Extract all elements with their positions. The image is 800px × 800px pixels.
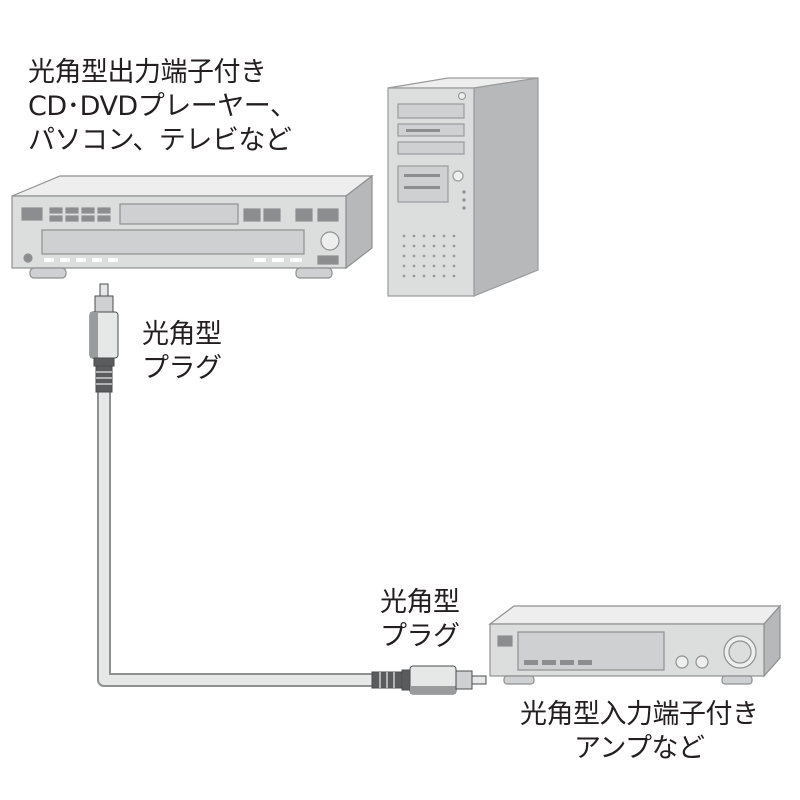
- amplifier-display-buttons: [524, 660, 592, 665]
- plug-bottom-ridges: [379, 672, 395, 688]
- dvd-player-top: [11, 175, 374, 197]
- pc-led-indicators: [462, 190, 466, 210]
- dvd-disc-tray: [41, 229, 305, 255]
- pc-drive-slot-2: [406, 129, 440, 132]
- dvd-foot-left: [29, 267, 67, 279]
- destination-devices-label: 光角型入力端子付き アンプなど: [520, 698, 759, 766]
- dvd-logo-panel: [317, 255, 339, 265]
- dvd-volume-knob: [320, 231, 340, 251]
- plug-bottom-line-1: 光角型: [380, 587, 460, 618]
- plug-top-head: [94, 295, 114, 313]
- destination-label-line-2: アンプなど: [573, 733, 705, 764]
- amplifier-foot-left: [503, 675, 535, 685]
- dvd-small-buttons: [49, 207, 111, 222]
- plug-top-collar: [93, 357, 115, 367]
- plug-bottom-tip: [471, 675, 487, 685]
- amplifier-knob-small-2: [695, 655, 709, 669]
- amplifier-foot-right: [721, 675, 753, 685]
- pc-floppy-bay: [397, 165, 449, 203]
- pc-drive-bay-3: [397, 141, 465, 155]
- plug-top-ridges: [96, 371, 112, 385]
- source-devices-label: 光角型出力端子付き CD･DVDプレーヤー、 パソコン、テレビなど: [28, 56, 297, 158]
- amplifier: [488, 604, 782, 685]
- dvd-lower-buttons: [44, 258, 302, 262]
- amplifier-volume-knob-inner: [728, 640, 752, 664]
- dvd-power-button: [23, 253, 33, 263]
- dvd-display: [119, 203, 239, 225]
- amplifier-knob-small-1: [675, 655, 689, 669]
- plug-bottom-line-2: プラグ: [380, 621, 460, 652]
- pc-tower-side: [473, 77, 539, 297]
- pc-vent-grille: [402, 234, 456, 278]
- pc-floppy-slot-1: [404, 174, 440, 177]
- pc-tower: [387, 77, 539, 297]
- pc-power-button: [457, 91, 467, 101]
- pc-reset-button: [452, 170, 464, 182]
- optical-plug-bottom: [371, 665, 487, 695]
- plug-top-line-2: プラグ: [142, 353, 222, 384]
- plug-bottom-head: [455, 670, 473, 690]
- plug-bottom-body-shade: [410, 686, 456, 694]
- amplifier-top: [488, 605, 782, 625]
- dvd-transport-buttons: [243, 208, 339, 222]
- source-label-line-3: パソコン、テレビなど: [28, 125, 292, 156]
- cable-path: [97, 390, 376, 687]
- optical-plug-top: [89, 283, 119, 393]
- dvd-button-1: [21, 207, 43, 221]
- plug-bottom-collar: [401, 669, 411, 691]
- amplifier-power-button: [497, 635, 513, 647]
- source-label-line-2: CD･DVDプレーヤー、: [28, 91, 297, 122]
- plug-top-body-shade: [90, 312, 98, 358]
- source-label-line-1: 光角型出力端子付き: [28, 57, 267, 88]
- optical-cable: [97, 390, 376, 687]
- cable-path-inner: [99, 390, 376, 685]
- dvd-foot-right: [295, 267, 333, 279]
- plug-label-top: 光角型 プラグ: [142, 318, 222, 386]
- plug-top-line-1: 光角型: [142, 319, 222, 350]
- dvd-player: [11, 174, 374, 279]
- plug-label-bottom: 光角型 プラグ: [380, 586, 460, 654]
- destination-label-line-1: 光角型入力端子付き: [520, 699, 759, 730]
- pc-drive-bay-1: [397, 103, 465, 119]
- pc-floppy-slot-2: [404, 186, 440, 189]
- plug-top-strain-relief: [95, 365, 113, 393]
